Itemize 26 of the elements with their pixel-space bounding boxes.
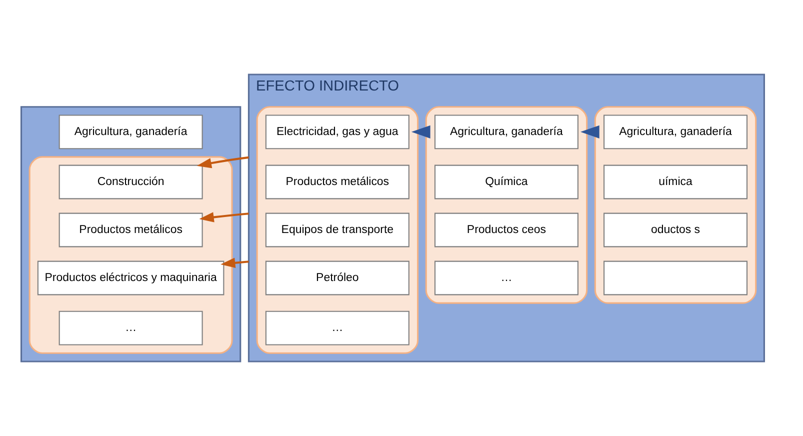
node-box: Productos ceos <box>434 212 578 248</box>
node-box: Agricultura, ganadería <box>58 114 203 150</box>
cluster <box>425 106 588 304</box>
cluster <box>256 106 419 354</box>
node-box: Productos eléctricos y maquinaria <box>37 260 224 296</box>
node-box: Productos metálicos <box>265 164 410 200</box>
node-box: oductos s <box>604 212 748 248</box>
node-box: … <box>434 260 578 296</box>
node-box: Agricultura, ganadería <box>434 114 578 150</box>
node-box: Electricidad, gas y agua <box>265 114 410 150</box>
node-box: Petróleo <box>265 260 410 296</box>
arrow <box>580 125 600 138</box>
node-box: Química <box>434 164 578 200</box>
cluster <box>20 106 242 362</box>
node-box: Equipos de transporte <box>265 212 410 248</box>
node-box <box>604 260 748 296</box>
node-box: Agricultura, ganadería <box>604 114 748 150</box>
node-box: Productos metálicos <box>58 212 203 248</box>
arrow <box>411 125 430 138</box>
arrow <box>196 156 249 168</box>
node-box: … <box>58 310 203 346</box>
node-box: Construcción <box>58 164 203 200</box>
node-box: uímica <box>604 164 748 200</box>
arrow <box>220 258 249 268</box>
cluster <box>594 106 757 304</box>
node-box: … <box>265 310 410 346</box>
